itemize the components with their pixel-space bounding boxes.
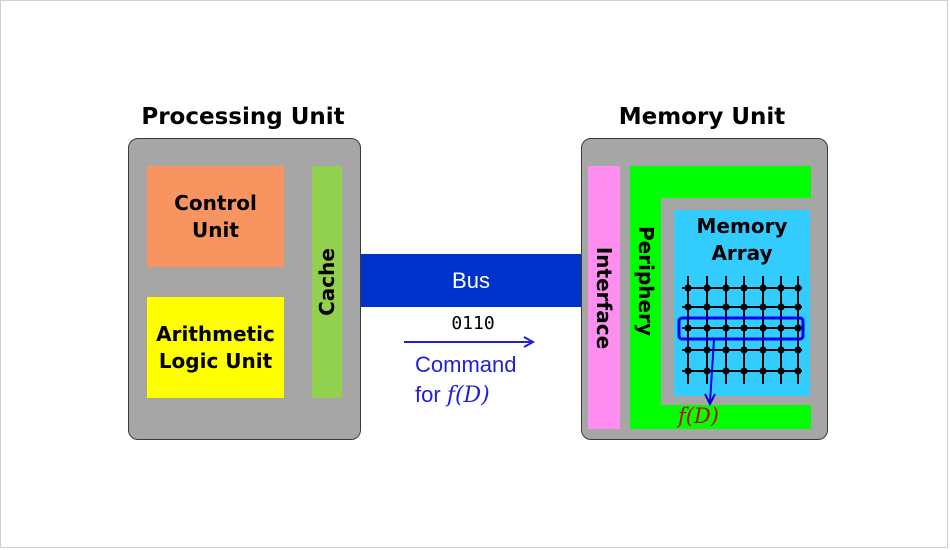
bus-label: Bus — [452, 267, 490, 293]
control-unit-label: Control Unit — [174, 190, 257, 242]
periphery-label-wrap: Periphery — [632, 196, 660, 366]
interface-block: Interface — [588, 166, 620, 429]
memory-array-block — [674, 210, 810, 396]
command-text: Command for f(D) — [415, 350, 555, 412]
output-arrow — [709, 339, 715, 403]
command-line2: for f(D) — [415, 380, 555, 411]
alu-label: Arithmetic Logic Unit — [156, 321, 275, 373]
cache-label: Cache — [315, 248, 339, 316]
command-for: for — [415, 382, 441, 407]
selected-row-highlight — [677, 316, 805, 341]
memory-array-label: Memory Array — [696, 214, 788, 265]
alu-block: Arithmetic Logic Unit — [147, 297, 284, 398]
memory-grid — [677, 276, 805, 407]
command-function: f(D) — [446, 383, 490, 408]
command-arrow — [404, 336, 536, 348]
command-line1: Command — [415, 352, 517, 377]
cache-block: Cache — [312, 166, 342, 398]
memory-output-function: f(D) — [678, 404, 719, 428]
control-unit-block: Control Unit — [147, 166, 284, 267]
bus-bits: 0110 — [451, 313, 495, 334]
processing-unit-title: Processing Unit — [141, 104, 345, 130]
memory-unit-title: Memory Unit — [618, 104, 786, 130]
interface-label: Interface — [592, 246, 617, 349]
bus-bar: Bus — [361, 254, 581, 307]
periphery-label: Periphery — [634, 226, 658, 336]
